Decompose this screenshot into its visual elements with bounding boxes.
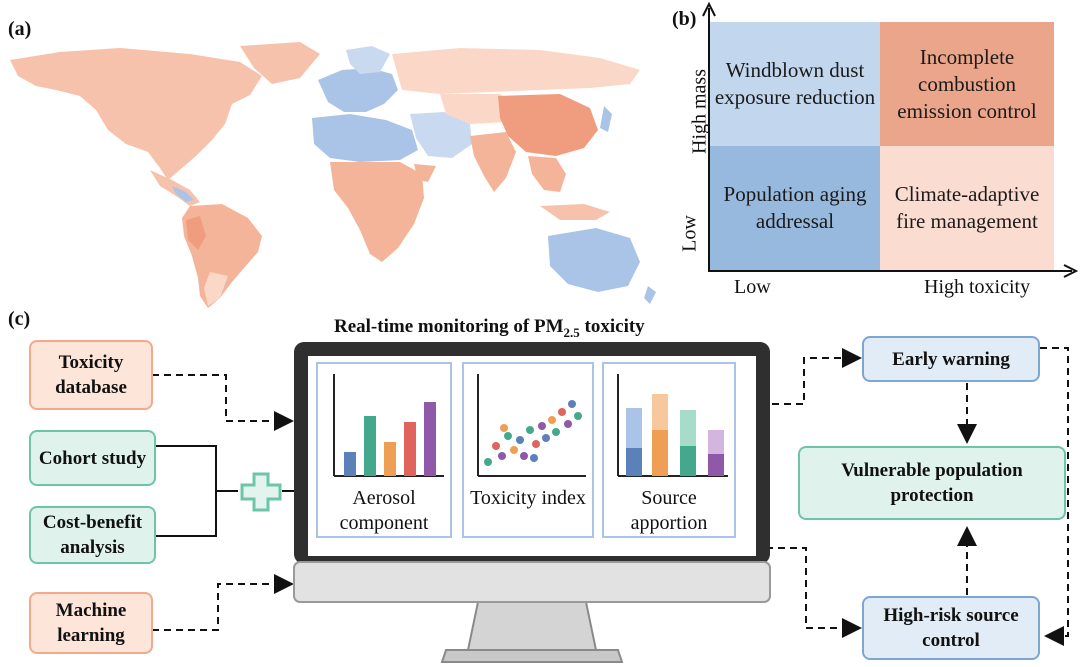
map-subsaharan-africa bbox=[330, 162, 424, 262]
early-warning-box: Early warning bbox=[862, 336, 1040, 382]
map-india bbox=[470, 132, 516, 192]
map-europe bbox=[318, 68, 398, 112]
toxicity-index-panel: Toxicity index bbox=[462, 362, 594, 538]
panel-c-label: (c) bbox=[8, 308, 31, 330]
quadrant-top-left: Windblown dust exposure reduction bbox=[710, 22, 880, 146]
map-north-africa bbox=[312, 114, 418, 162]
x-axis-high-label: High toxicity bbox=[924, 276, 1031, 298]
map-central-america-blue bbox=[172, 186, 194, 202]
panel-b-label: (b) bbox=[672, 8, 697, 30]
source-apportion-label: Source apportion bbox=[630, 487, 708, 534]
source-apportion-panel: Source apportion bbox=[602, 362, 736, 538]
cost-benefit-box: Cost-benefit analysis bbox=[29, 506, 156, 564]
aerosol-panel: Aerosol component bbox=[316, 362, 452, 538]
map-japan bbox=[600, 106, 612, 132]
map-south-america-south bbox=[204, 272, 228, 306]
map-china bbox=[498, 94, 598, 156]
quadrant-bottom-right: Climate-adaptive fire management bbox=[880, 146, 1054, 270]
plus-icon bbox=[240, 472, 282, 512]
map-australia bbox=[548, 228, 640, 292]
toxicity-scatter-icon bbox=[477, 374, 586, 477]
source-stacked-bar-icon bbox=[617, 374, 728, 477]
aerosol-bar-chart-icon bbox=[333, 374, 444, 477]
toxicity-index-label: Toxicity index bbox=[470, 487, 586, 509]
monitoring-title: Real-time monitoring of PM2.5 toxicity bbox=[334, 316, 645, 340]
high-risk-control-box: High-risk source control bbox=[862, 596, 1040, 660]
panel-a-label: (a) bbox=[8, 18, 32, 40]
vulnerable-protection-box: Vulnerable population protection bbox=[798, 446, 1066, 520]
x-axis-low-label: Low bbox=[734, 276, 771, 298]
quadrant-axes bbox=[702, 1, 1079, 278]
map-indonesia bbox=[540, 204, 610, 220]
quadrant-bottom-left: Population aging addressal bbox=[710, 146, 880, 270]
world-map bbox=[10, 42, 656, 308]
map-south-america-west bbox=[186, 216, 206, 250]
quadrant-top-right: Incomplete combustion emission control bbox=[880, 22, 1054, 146]
map-new-zealand bbox=[644, 286, 656, 304]
toxicity-database-box: Toxicity database bbox=[29, 340, 153, 410]
map-horn-africa bbox=[414, 164, 436, 182]
map-middle-east bbox=[410, 112, 472, 158]
map-scandinavia bbox=[346, 46, 390, 74]
cohort-study-box: Cohort study bbox=[29, 430, 156, 486]
map-russia bbox=[392, 48, 640, 94]
aerosol-label: Aerosol component bbox=[339, 487, 429, 534]
map-greenland bbox=[240, 42, 320, 84]
map-southeast-asia bbox=[528, 156, 566, 192]
map-north-america bbox=[10, 48, 262, 180]
machine-learning-box: Machine learning bbox=[29, 592, 153, 654]
